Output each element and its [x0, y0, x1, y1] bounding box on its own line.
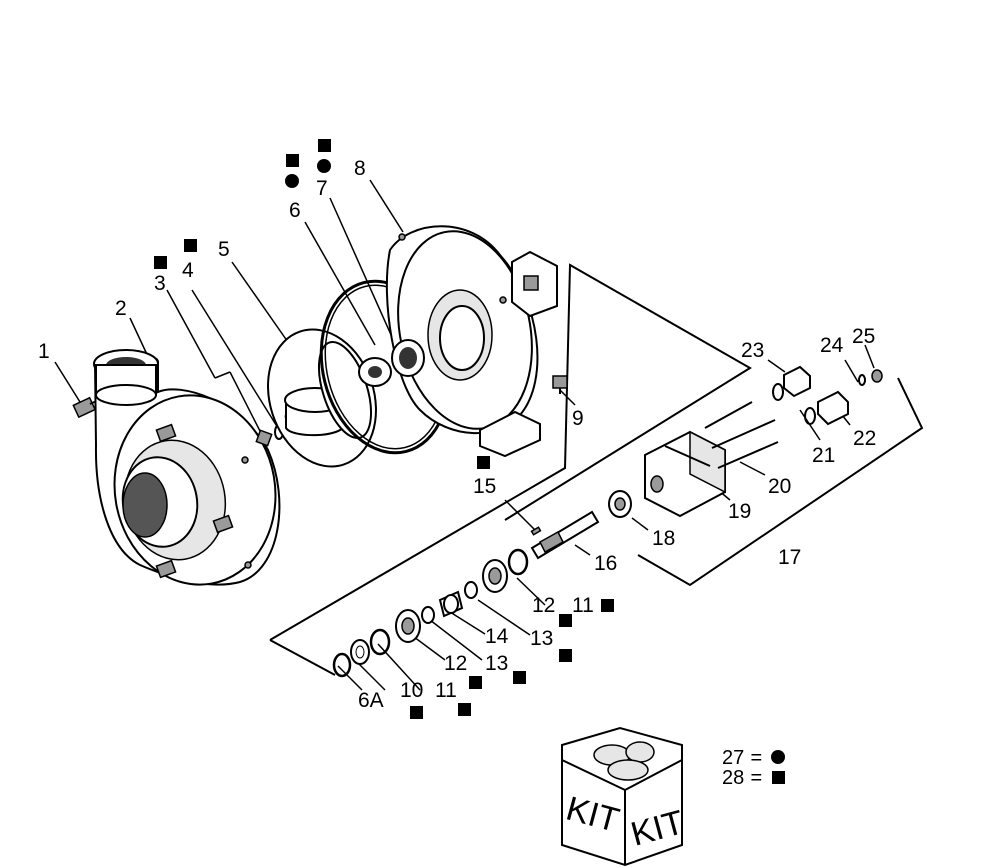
part-22-fitting: [817, 390, 849, 426]
part-24-washer: [858, 374, 866, 386]
square-marker-15: [477, 456, 490, 469]
part-11-snap-ring-lower: [369, 628, 391, 656]
part-10-washer: [350, 639, 370, 665]
callout-20: 20: [768, 475, 791, 498]
callout-6: 6: [289, 199, 301, 222]
part-21-o-rings: [772, 383, 816, 425]
part-9-bolt: [552, 375, 568, 394]
part-3-nut: [255, 429, 273, 447]
callout-25: 25: [852, 325, 875, 348]
legend-28-eq: =: [745, 767, 768, 789]
callout-labels: 1 2 3 4 5 6 6A 7 8 9 10 11 11 12 12 13 1…: [38, 157, 876, 712]
square-marker-7: [318, 139, 331, 152]
part-13-spacer-upper: [464, 581, 478, 599]
callout-13-lower: 13: [485, 652, 508, 675]
square-marker: [772, 771, 785, 784]
square-marker-13-lower: [513, 671, 526, 684]
part-12-bearing-lower: [395, 609, 421, 643]
part-6a-retaining-ring: [332, 652, 352, 678]
callout-18: 18: [652, 527, 675, 550]
callout-14: 14: [485, 625, 509, 648]
part-23-fitting: [783, 365, 811, 398]
callout-19: 19: [728, 500, 751, 523]
part-6-seal: [358, 357, 392, 387]
circle-marker-7: [317, 159, 331, 173]
legend-27-eq: =: [745, 747, 768, 769]
callout-13-upper: 13: [530, 627, 553, 650]
part-15-key: [530, 526, 542, 536]
part-5-impeller: [267, 328, 377, 468]
callout-11-lower: 11: [435, 679, 457, 702]
part-11-snap-ring-upper: [507, 548, 529, 576]
part-20-bolts: [704, 401, 779, 469]
square-marker-11-upper: [601, 599, 614, 612]
part-16-shaft: [530, 510, 600, 560]
part-14-sleeve: [438, 590, 464, 618]
callout-5: 5: [218, 238, 230, 261]
circle-marker: [771, 750, 785, 764]
legend-27-number: 27: [722, 747, 744, 769]
callout-22: 22: [853, 427, 876, 450]
callout-1: 1: [38, 340, 50, 363]
callout-16: 16: [594, 552, 617, 575]
callout-2: 2: [115, 297, 127, 320]
callout-10: 10: [400, 679, 423, 702]
legend-28-number: 28: [722, 767, 744, 789]
callout-7: 7: [316, 177, 328, 200]
circle-marker-6: [285, 174, 299, 188]
part-12-bearing-upper: [482, 559, 508, 593]
callout-12-lower: 12: [444, 652, 467, 675]
callout-8: 8: [354, 157, 366, 180]
square-marker-12-upper: [559, 614, 572, 627]
kit-legend: 27 = 28 =: [722, 747, 785, 789]
part-2-volute-casing: [93, 349, 281, 586]
part-8-adapter: [385, 225, 558, 458]
callout-11-upper: 11: [572, 594, 594, 617]
callout-17: 17: [778, 546, 801, 569]
callout-9: 9: [572, 407, 584, 430]
part-18-coupling: [608, 490, 632, 518]
part-19-hydraulic-motor: [644, 430, 726, 518]
kit-box-icon: KIT KIT: [561, 726, 688, 867]
callout-24: 24: [820, 334, 844, 357]
callout-21: 21: [812, 444, 835, 467]
callout-23: 23: [741, 339, 764, 362]
callout-12-upper: 12: [532, 594, 555, 617]
callout-3: 3: [154, 272, 166, 295]
square-marker-3: [154, 256, 167, 269]
square-marker-12-lower: [469, 676, 482, 689]
square-marker-11-lower: [458, 703, 471, 716]
callout-4: 4: [182, 259, 194, 282]
square-marker-10: [410, 706, 423, 719]
square-marker-4: [184, 239, 197, 252]
callout-15: 15: [473, 475, 496, 498]
square-marker-6: [286, 154, 299, 167]
kit-markers: [154, 139, 614, 719]
part-25-plug: [871, 369, 883, 383]
part-13-spacer-lower: [421, 606, 435, 624]
shaft-group-frame: [269, 263, 924, 676]
callout-6a: 6A: [358, 689, 384, 712]
square-marker-13-upper: [559, 649, 572, 662]
